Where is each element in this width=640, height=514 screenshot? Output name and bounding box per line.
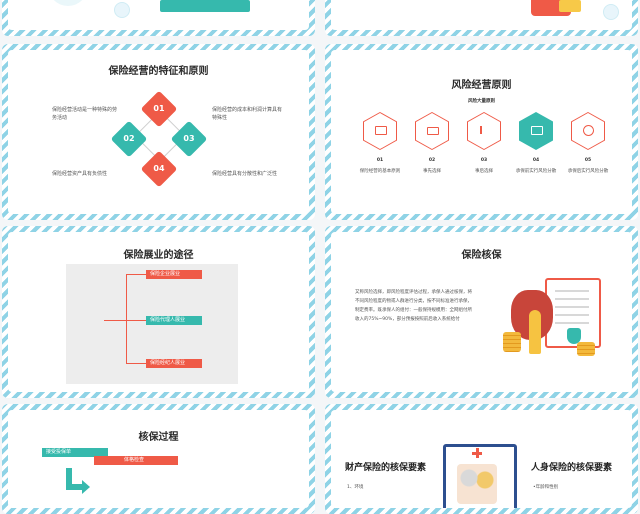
- bracket-top: [126, 274, 146, 275]
- bracket-vertical: [126, 274, 127, 364]
- shield-icon: [567, 328, 581, 344]
- slide-5[interactable]: 保险展业的途径 保险企业展业 保险代理人展业 保险经纪人展业: [2, 226, 315, 398]
- slide-subtitle: 风险大量原则: [468, 99, 495, 104]
- life-item-1: •年龄和性别: [533, 485, 559, 490]
- volume-icon: [480, 126, 488, 134]
- bracket-bottom: [126, 363, 146, 364]
- slide-4[interactable]: 风险经营原则 风险大量原则 01 保险经营的基本原则 02 事先选择 03 事后…: [325, 44, 638, 220]
- elderly-couple-illustration: [457, 464, 497, 504]
- arrow-right-icon: [66, 484, 84, 490]
- step-3-num: 03: [480, 158, 488, 163]
- person-illustration: [529, 310, 541, 354]
- teal-banner: [160, 0, 250, 12]
- battery-icon: [427, 127, 439, 135]
- life-title: 人身保险的核保要素: [531, 463, 613, 473]
- step-5-label: 承保后实行风险分散: [567, 169, 609, 174]
- pig-icon: [583, 125, 594, 136]
- step-1-num: 01: [376, 158, 384, 163]
- step-3-label: 事后选择: [475, 169, 493, 174]
- channel-item-1: 保险企业展业: [146, 270, 202, 279]
- process-step-1: 接受投保单: [42, 448, 108, 457]
- right-bottom-text: 保险经营具有分散性和广泛性: [212, 171, 278, 177]
- coin-stack-illustration-2: [577, 342, 595, 356]
- step-4-label: 承保前实行风险分散: [515, 169, 557, 174]
- coin-stack-illustration: [503, 332, 521, 352]
- slide-6-body: 保险核保 又称风险选择，即风险程度评估过程，承保人通过核保，将不同风险程度的物或…: [331, 232, 632, 392]
- step-2-num: 02: [428, 158, 436, 163]
- cyan-blob: [48, 0, 88, 6]
- underwriting-description: 又称风险选择，即风险程度评估过程，承保人通过核保，将不同风险程度的物或人群进行分…: [355, 290, 472, 322]
- right-top-text: 保险经营的成本和利润计算具有特殊性: [212, 107, 283, 121]
- cast-icon: [531, 126, 543, 135]
- yellow-card-illustration: [559, 0, 581, 12]
- tv-icon: [375, 126, 387, 135]
- shield-badge-icon: [114, 2, 130, 18]
- slide-title: 风险经营原则: [451, 80, 512, 91]
- bracket-left: [104, 320, 126, 321]
- step-2-label: 事先选择: [423, 169, 441, 174]
- slide-title: 保险展业的途径: [123, 250, 194, 261]
- slide-3[interactable]: 保险经营的特征和原则 保险经营活动是一种特殊的劳务活动 保险经营资产具有负债性 …: [2, 44, 315, 220]
- slide-5-body: 保险展业的途径 保险企业展业 保险代理人展业 保险经纪人展业: [8, 232, 309, 392]
- slide-title: 保险经营的特征和原则: [108, 66, 209, 77]
- shield-badge-icon: [603, 4, 619, 20]
- slide-7-body: 核保过程 接受投保单 体格检查: [8, 410, 309, 508]
- hex-step-4: [519, 112, 553, 150]
- slide-7[interactable]: 核保过程 接受投保单 体格检查: [2, 404, 315, 514]
- step-4-num: 04: [532, 158, 540, 163]
- diamond-04-label: 04: [153, 164, 165, 173]
- slide-8-body: 财产保险的核保要素 1、环境 人身保险的核保要素 •年龄和性别: [331, 410, 632, 508]
- diamond-01-label: 01: [153, 104, 165, 113]
- bracket-mid: [126, 320, 146, 321]
- clipboard-lines: [555, 290, 589, 330]
- channel-item-2: 保险代理人展业: [146, 316, 202, 325]
- process-step-2: 体格检查: [124, 457, 145, 463]
- arrow-head-icon: [82, 480, 90, 494]
- step-5-num: 05: [584, 158, 592, 163]
- slide-6[interactable]: 保险核保 又称风险选择，即风险程度评估过程，承保人通过核保，将不同风险程度的物或…: [325, 226, 638, 398]
- property-item-1: 1、环境: [347, 485, 364, 490]
- diamond-02-label: 02: [123, 134, 135, 143]
- slide-4-body: 风险经营原则 风险大量原则 01 保险经营的基本原则 02 事先选择 03 事后…: [331, 50, 632, 214]
- slide-1-body: [8, 0, 309, 30]
- slide-title: 保险核保: [461, 250, 502, 261]
- left-bottom-text: 保险经营资产具有负债性: [52, 171, 108, 177]
- slide-3-body: 保险经营的特征和原则 保险经营活动是一种特殊的劳务活动 保险经营资产具有负债性 …: [8, 50, 309, 214]
- slide-1[interactable]: [2, 0, 315, 36]
- left-top-text: 保险经营活动是一种特殊的劳务活动: [52, 107, 118, 121]
- medical-cross-icon: [472, 448, 482, 458]
- slide-2[interactable]: [325, 0, 638, 36]
- property-title: 财产保险的核保要素: [345, 463, 427, 473]
- process-step-2-bar: [94, 456, 178, 465]
- slide-title: 核保过程: [138, 432, 179, 443]
- diamond-03-label: 03: [183, 134, 195, 143]
- channel-item-3: 保险经纪人展业: [146, 359, 202, 368]
- slide-2-body: [331, 0, 632, 30]
- slide-8[interactable]: 财产保险的核保要素 1、环境 人身保险的核保要素 •年龄和性别: [325, 404, 638, 514]
- arrow-down-icon: [66, 468, 72, 488]
- step-1-label: 保险经营的基本原则: [359, 169, 401, 174]
